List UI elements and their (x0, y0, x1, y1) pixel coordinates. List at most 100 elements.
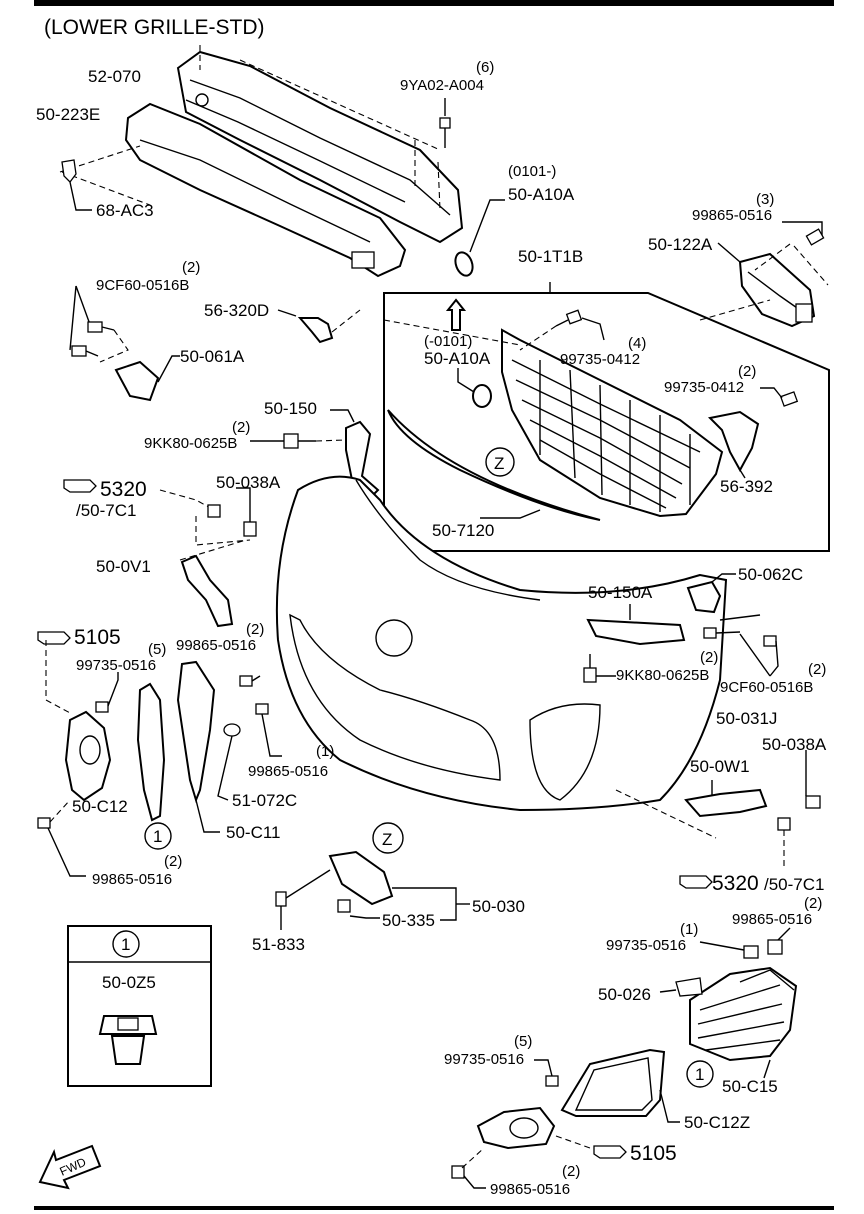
label-zoom-z2: Z (382, 830, 392, 849)
label-9kk80-0625b-b: 9KK80-0625B (616, 667, 709, 684)
label-qty-2f: (2) (808, 661, 826, 678)
bolt-9kk80-a (250, 433, 316, 449)
bracket-50-0w1 (684, 788, 768, 818)
page-title: (LOWER GRILLE-STD) (44, 16, 265, 39)
label-qty-2g: (2) (164, 853, 182, 870)
leader-99865-1a (261, 713, 282, 757)
screw-99865-0516-2d (451, 1165, 465, 1179)
screw-99865-tail-a (251, 675, 261, 682)
bracket-50-122a (717, 221, 825, 328)
label-99865-0516-2a: 99865-0516 (176, 637, 256, 654)
label-ref-5320-a: 5320 (100, 478, 147, 501)
label-zoom-z1: Z (494, 454, 504, 473)
label-qty-2d: (2) (246, 621, 264, 638)
label-50-061a: 50-061A (180, 347, 245, 366)
energy-absorber (124, 102, 407, 278)
label-9cf60-0516b-a: 9CF60-0516B (96, 277, 189, 294)
label-51-072c: 51-072C (232, 791, 297, 810)
bracket-50-062c (686, 573, 779, 677)
leader-dashes-bottom (461, 1147, 485, 1169)
leader-dashes-0v1 (179, 516, 251, 561)
molding-leader (480, 509, 541, 519)
label-ref-5105-a: 5105 (74, 626, 121, 649)
leader-99735-left (107, 672, 119, 707)
hand-pointer-icon (63, 479, 97, 493)
label-50-c12: 50-C12 (72, 797, 128, 816)
leader-dashes-5320a (159, 489, 215, 511)
leader-50-335 (349, 915, 380, 919)
clip-50-038a-b (243, 521, 257, 537)
label-99735-0412-2: 99735-0412 (664, 379, 744, 396)
label-circle-1a: 1 (153, 827, 162, 846)
fog-bezel-50-c12z (560, 1048, 666, 1117)
label-50-335: 50-335 (382, 911, 435, 930)
label-qty-2a: (2) (182, 259, 200, 276)
screw-99865-0516-2c (767, 939, 783, 955)
screw-99865-0516-1a (255, 703, 269, 715)
label-50-223e: 50-223E (36, 105, 100, 124)
label-ref-50-7c1-a: /50-7C1 (76, 501, 136, 520)
clip-50-038a-a (207, 504, 221, 518)
leader-dashes-left-bottom (49, 799, 71, 823)
clip-50-335 (337, 899, 351, 913)
label-50-c12z: 50-C12Z (684, 1113, 750, 1132)
label-qty-2b: (2) (738, 363, 756, 380)
fog-cover-50-c11 (176, 660, 216, 804)
label-range-minus-0101: (-0101) (424, 333, 472, 350)
screw-99735-0516-5b (545, 1075, 559, 1087)
bolt-51-833 (275, 869, 331, 930)
fog-bezel-50-c12 (136, 682, 166, 822)
leader-99865-2b (47, 827, 86, 877)
leader-99865-2d (463, 1175, 486, 1189)
label-50-030: 50-030 (472, 897, 525, 916)
leader-dashes-left-top (99, 329, 129, 363)
leader-50-c15 (763, 1059, 771, 1079)
label-50-062c: 50-062C (738, 565, 803, 584)
screw-99735-0516-1 (743, 945, 759, 959)
zoom-marker-z1 (485, 447, 515, 477)
label-50-038a-a: 50-038A (216, 473, 281, 492)
label-9ya02-a004: 9YA02-A004 (400, 77, 484, 94)
circle-marker-1a (144, 822, 172, 850)
callout-labels: 52-070 50-223E (6) 9YA02-A004 68-AC3 (01… (36, 59, 827, 1198)
label-qty-4: (4) (628, 335, 646, 352)
label-50-038a-b: 50-038A (762, 735, 827, 754)
bottom-border (34, 1206, 834, 1210)
screw-99735-0516-left (95, 701, 109, 713)
bracket-50-030 (328, 850, 470, 921)
label-qty-1b: (1) (680, 921, 698, 938)
top-border (34, 0, 834, 6)
label-50-031j: 50-031J (716, 709, 777, 728)
fog-bezel-inner (574, 1057, 653, 1111)
bracket-50-026 (675, 977, 703, 997)
radiator-grille (501, 328, 724, 518)
forward-arrow-icon (38, 1144, 102, 1190)
label-qty-2c: (2) (232, 419, 250, 436)
label-50-150: 50-150 (264, 399, 317, 418)
label-50-c15: 50-C15 (722, 1077, 778, 1096)
label-50-7120: 50-7120 (432, 521, 494, 540)
label-50-0v1: 50-0V1 (96, 557, 151, 576)
label-qty-2e: (2) (700, 649, 718, 666)
grille-molding (387, 409, 601, 521)
label-68-ac3: 68-AC3 (96, 201, 154, 220)
zoom-marker-z2 (372, 822, 404, 854)
bolt-9ya02 (439, 98, 451, 148)
tow-hook-cap (277, 309, 361, 344)
label-99865-0516-2b: 99865-0516 (92, 871, 172, 888)
label-ref-5320-b: 5320 (712, 872, 759, 895)
leader-right-screws (699, 927, 791, 951)
leader-dashes-grille (383, 319, 557, 351)
label-99735-0516-1: 99735-0516 (606, 937, 686, 954)
label-circle-1b: 1 (695, 1065, 704, 1084)
fog-cover-50-c15 (689, 966, 798, 1062)
legend-box (67, 925, 212, 1087)
leader-dashes-9kk80a (315, 439, 347, 442)
fastener-9cf60-left (69, 285, 115, 357)
fog-lamp-left (64, 710, 112, 802)
hand-pointer-icon (37, 631, 71, 645)
bumper-fascia (275, 475, 761, 812)
label-qty-1a: (1) (316, 743, 334, 760)
